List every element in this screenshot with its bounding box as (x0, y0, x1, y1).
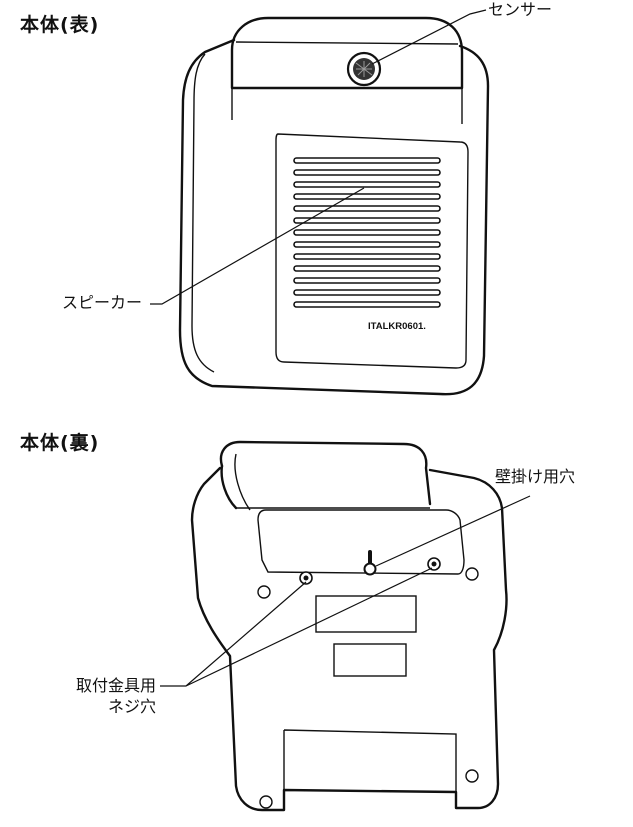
speaker-grille (293, 157, 441, 308)
bottom-recess (283, 729, 457, 792)
sensor-icon (346, 51, 382, 87)
corner-hole-icon (259, 795, 273, 809)
sensor-leader (371, 9, 487, 65)
screw-hole-right-icon (427, 557, 441, 571)
wall-hang-keyhole-icon (363, 550, 377, 576)
corner-hole-icon (465, 567, 479, 581)
mount-screw-hole-label-line1: 取付金具用 (75, 676, 156, 695)
mount-screw-hole-label-line2: ネジ穴 (107, 697, 156, 716)
mount-screw-leader (160, 567, 433, 687)
sensor-label: センサー (488, 0, 553, 19)
front-device (150, 9, 490, 396)
back-top-housing (219, 440, 432, 506)
corner-hole-icon (465, 769, 479, 783)
speaker-panel (275, 133, 469, 369)
front-body (178, 38, 490, 396)
label-plate-upper (315, 595, 417, 633)
back-device (160, 440, 531, 812)
wall-hang-leader (375, 495, 531, 567)
speaker-leader (150, 187, 365, 305)
back-panel (257, 509, 465, 575)
wall-hang-hole-label: 壁掛け用穴 (495, 467, 576, 486)
screw-hole-left-icon (299, 571, 313, 585)
model-mark: ITALKR0601. (368, 321, 426, 332)
label-plate-lower (333, 643, 407, 677)
back-view-title: 本体(裏) (20, 432, 100, 454)
speaker-label: スピーカー (62, 293, 143, 312)
front-top-housing (230, 16, 464, 90)
corner-hole-icon (257, 585, 271, 599)
front-view-title: 本体(表) (20, 14, 100, 36)
